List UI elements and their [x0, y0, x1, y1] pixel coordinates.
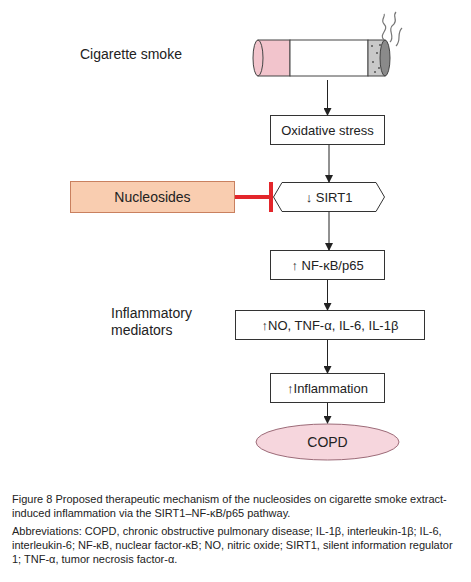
arrow-line	[329, 145, 330, 182]
node-text: Oxidative stress	[281, 123, 373, 138]
arrow-connector	[327, 340, 328, 373]
arrow-connector	[327, 403, 328, 423]
target-hexagon: ↓ SIRT1	[273, 182, 385, 212]
node-text: ↑ NF-κB/p65	[291, 258, 363, 273]
arrow-connector	[327, 280, 328, 310]
ash-dot	[372, 61, 374, 63]
node-text: Nucleosides	[114, 190, 190, 205]
arrow-line	[327, 80, 328, 115]
arrow-line	[327, 340, 328, 373]
ash-dot	[378, 67, 380, 69]
hexagon-shape	[274, 183, 385, 212]
ash-dot	[371, 45, 373, 47]
process-box: ↑Inflammation	[270, 373, 385, 403]
smoke-wisp	[382, 14, 385, 40]
ash-dot	[374, 71, 376, 73]
arrow-line	[329, 212, 330, 250]
source-illustration: Cigarette smoke	[60, 18, 400, 80]
figure-caption: Figure 8 Proposed therapeutic mechanism …	[12, 492, 460, 520]
cigarette-paper	[290, 40, 368, 76]
node-text: COPD	[307, 435, 347, 450]
burning-tip	[380, 40, 390, 76]
treatment-box: Nucleosides	[70, 181, 235, 213]
ash-dot	[376, 52, 378, 54]
outcome-ellipse: COPD	[255, 423, 400, 461]
arrow-connector	[329, 145, 330, 182]
arrow-connector	[329, 212, 330, 250]
inhibition-connector	[235, 182, 271, 212]
smoke-wisp	[396, 28, 402, 46]
ash-dot	[379, 44, 381, 46]
ellipse-shape	[256, 424, 399, 460]
node-text: ↓ SIRT1	[306, 190, 353, 205]
mediator-box: Inflammatory mediators↑NO, TNF-α, IL-6, …	[235, 310, 425, 340]
node-text: Cigarette smoke	[80, 46, 230, 62]
filter-end	[253, 40, 263, 76]
cigarette-illustration	[250, 18, 410, 80]
node-text: ↑Inflammation	[287, 381, 368, 396]
node-text: ↑NO, TNF-α, IL-6, IL-1β	[262, 318, 399, 333]
smoke-wisp	[390, 12, 396, 42]
inhibition-line	[235, 195, 271, 199]
arrow-line	[327, 403, 328, 423]
abbreviation-note: Abbreviations: COPD, chronic obstructive…	[12, 524, 460, 566]
inhibition-bar	[269, 182, 273, 212]
arrow-connector	[327, 80, 328, 115]
process-box: ↑ NF-κB/p65	[270, 250, 385, 280]
side-heading: Inflammatory mediators	[111, 305, 221, 339]
process-box: Oxidative stress	[270, 115, 385, 145]
arrow-line	[327, 280, 328, 310]
